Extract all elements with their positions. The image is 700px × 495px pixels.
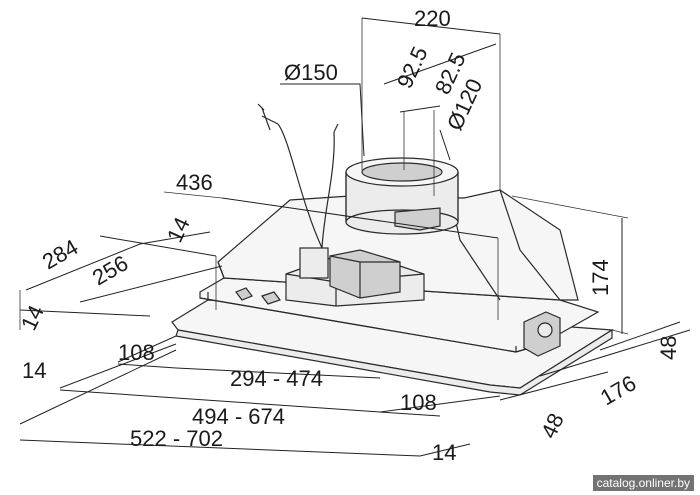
dim-494-674: 494 - 674 [192, 404, 285, 429]
dim-14-top: 14 [162, 213, 195, 246]
dim-174: 174 [588, 259, 613, 296]
duct-collar [345, 157, 459, 235]
power-cable [257, 103, 339, 249]
dim-14-front: 14 [22, 358, 46, 383]
dim-48-bottom: 48 [536, 409, 569, 442]
front-hinge [235, 287, 561, 357]
dim-108-right: 108 [400, 390, 437, 415]
watermark: catalog.onliner.by [592, 475, 694, 491]
dim-92-5: 92.5 [392, 43, 433, 92]
dim-14-left: 14 [16, 301, 49, 334]
dim-176: 176 [596, 370, 640, 410]
dim-diameter-150: Ø150 [284, 60, 338, 85]
dim-294-474: 294 - 474 [230, 366, 323, 391]
dimension-lines [19, 17, 691, 457]
dim-48-right: 48 [656, 336, 681, 360]
dim-284: 284 [38, 234, 82, 274]
dim-256: 256 [88, 250, 132, 290]
hood-body [171, 103, 614, 396]
dim-14-bottom: 14 [432, 440, 456, 465]
dim-220: 220 [414, 6, 451, 31]
dim-522-702: 522 - 702 [130, 426, 223, 451]
motor-box [285, 247, 425, 307]
base-plate-front [175, 328, 613, 396]
dim-108-left: 108 [118, 340, 155, 365]
dim-436: 436 [176, 170, 213, 195]
